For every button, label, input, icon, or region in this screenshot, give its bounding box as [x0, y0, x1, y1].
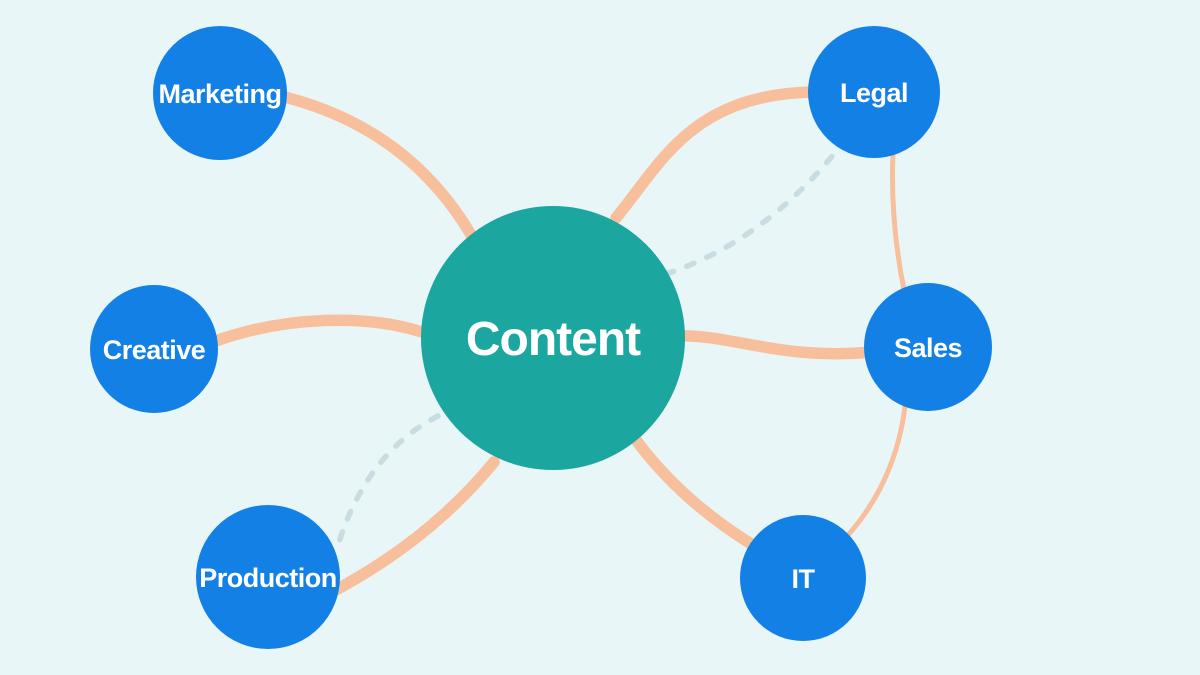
node-production-label: Production: [199, 563, 337, 593]
edge-sales-content: [666, 330, 878, 360]
edge-legal-sales: [889, 149, 907, 293]
edge-creative-content: [204, 314, 442, 349]
node-content-circle[interactable]: [421, 206, 685, 470]
node-creative-label: Creative: [103, 335, 206, 365]
node-creative-circle[interactable]: [90, 285, 218, 413]
node-legal-circle[interactable]: [808, 26, 940, 158]
node-legal-label: Legal: [840, 78, 908, 108]
node-sales-label: Sales: [894, 333, 962, 363]
node-sales-circle[interactable]: [864, 283, 992, 411]
node-it-label: IT: [792, 564, 816, 594]
edge-it-content: [630, 434, 762, 553]
dashed-edge-content-legal: [663, 151, 837, 277]
node-content-label: Content: [466, 313, 641, 366]
node-marketing-label: Marketing: [158, 79, 281, 109]
edge-marketing-content: [266, 88, 480, 246]
node-production-circle[interactable]: [196, 505, 340, 649]
edge-production-content: [326, 456, 500, 598]
edge-sales-it: [846, 403, 908, 537]
node-marketing-circle[interactable]: [153, 26, 287, 160]
edge-legal-content: [610, 86, 818, 224]
node-it-circle[interactable]: [740, 515, 866, 641]
